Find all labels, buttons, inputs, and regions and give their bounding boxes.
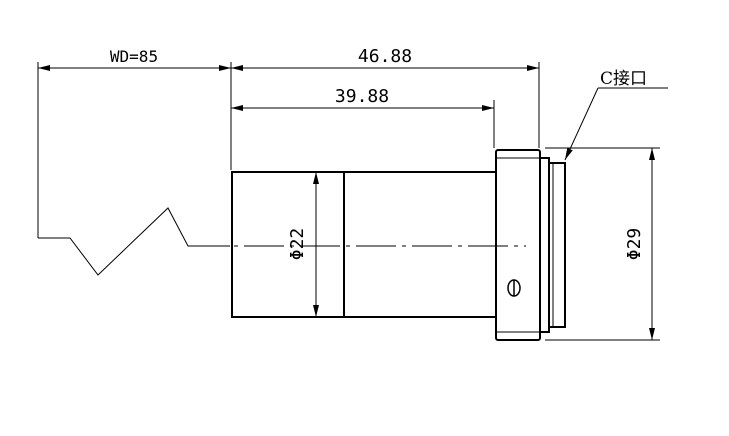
locking-screw-icon: [507, 279, 521, 297]
c-mount-flange: [539, 157, 550, 333]
mount-diameter-label: Φ29: [624, 228, 645, 261]
c-mount-callout: C接口: [564, 69, 668, 161]
total-length-label: 46.88: [358, 46, 412, 67]
object-break-line: [38, 207, 230, 276]
c-mount-label: C接口: [600, 69, 647, 89]
body-length-label: 39.88: [335, 86, 389, 107]
callout-leader: [564, 87, 599, 161]
wd-dimension: WD=85: [37, 47, 232, 238]
mount-diameter-dimension: Φ29: [545, 147, 660, 341]
body-length-dimension: 39.88: [231, 86, 495, 148]
c-mount-thread: [548, 162, 566, 328]
body-diameter-dimension: Φ22: [287, 172, 319, 317]
lens-clamp-ring: [495, 149, 541, 341]
total-length-dimension: 46.88: [231, 46, 540, 148]
lens-rear-section: [343, 171, 497, 318]
wd-label: WD=85: [110, 47, 158, 66]
lens-body: [231, 149, 566, 341]
body-diameter-label: Φ22: [287, 228, 308, 261]
